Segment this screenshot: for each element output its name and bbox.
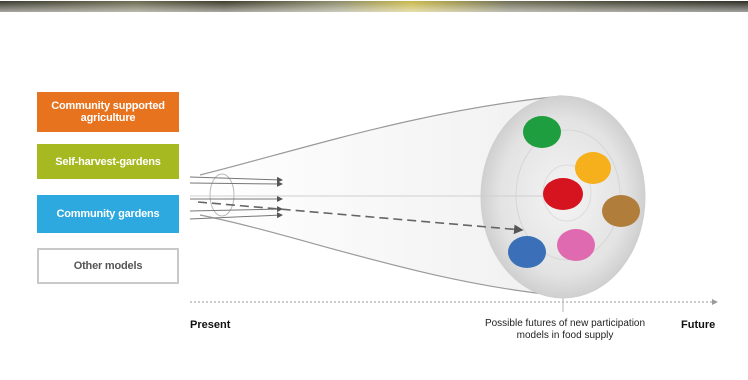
future-dot-pink — [557, 229, 595, 261]
trend-arrow — [189, 180, 283, 187]
future-dot-green — [523, 116, 561, 148]
dashed-projection-arrow — [197, 201, 524, 235]
futures-inner-ring — [515, 129, 621, 261]
legend-label: Self-harvest-gardens — [55, 155, 161, 168]
present-origin-ellipse — [209, 173, 235, 217]
trend-arrow — [189, 176, 283, 183]
cone-upper-edge — [199, 95, 563, 176]
legend-community-gardens: Community gardens — [37, 195, 179, 233]
time-axis-arrowhead — [712, 299, 718, 305]
trend-arrow — [189, 206, 283, 213]
axis-start-label: Present — [190, 319, 231, 331]
future-dot-brown — [602, 195, 640, 227]
legend-community-supported-agriculture: Community supported agriculture — [37, 92, 179, 132]
legend-label: Community gardens — [56, 208, 160, 220]
futures-core-ring — [542, 164, 592, 222]
axis-end-label: Future — [681, 319, 716, 331]
header-photo-image — [0, 1, 748, 12]
axis-middle-label: Possible futures of new participation mo… — [484, 318, 646, 341]
future-dot-yellow — [575, 152, 611, 184]
header-photo-strip — [0, 0, 748, 12]
legend-self-harvest-gardens: Self-harvest-gardens — [37, 144, 179, 179]
legend-label: Community supported agriculture — [51, 100, 165, 124]
trend-arrow — [189, 212, 283, 220]
legend-label: Other models — [73, 260, 143, 272]
cone-lower-edge — [199, 214, 563, 297]
future-dot-red — [543, 178, 583, 210]
future-dot-blue — [508, 236, 546, 268]
legend-other-models: Other models — [37, 248, 179, 284]
